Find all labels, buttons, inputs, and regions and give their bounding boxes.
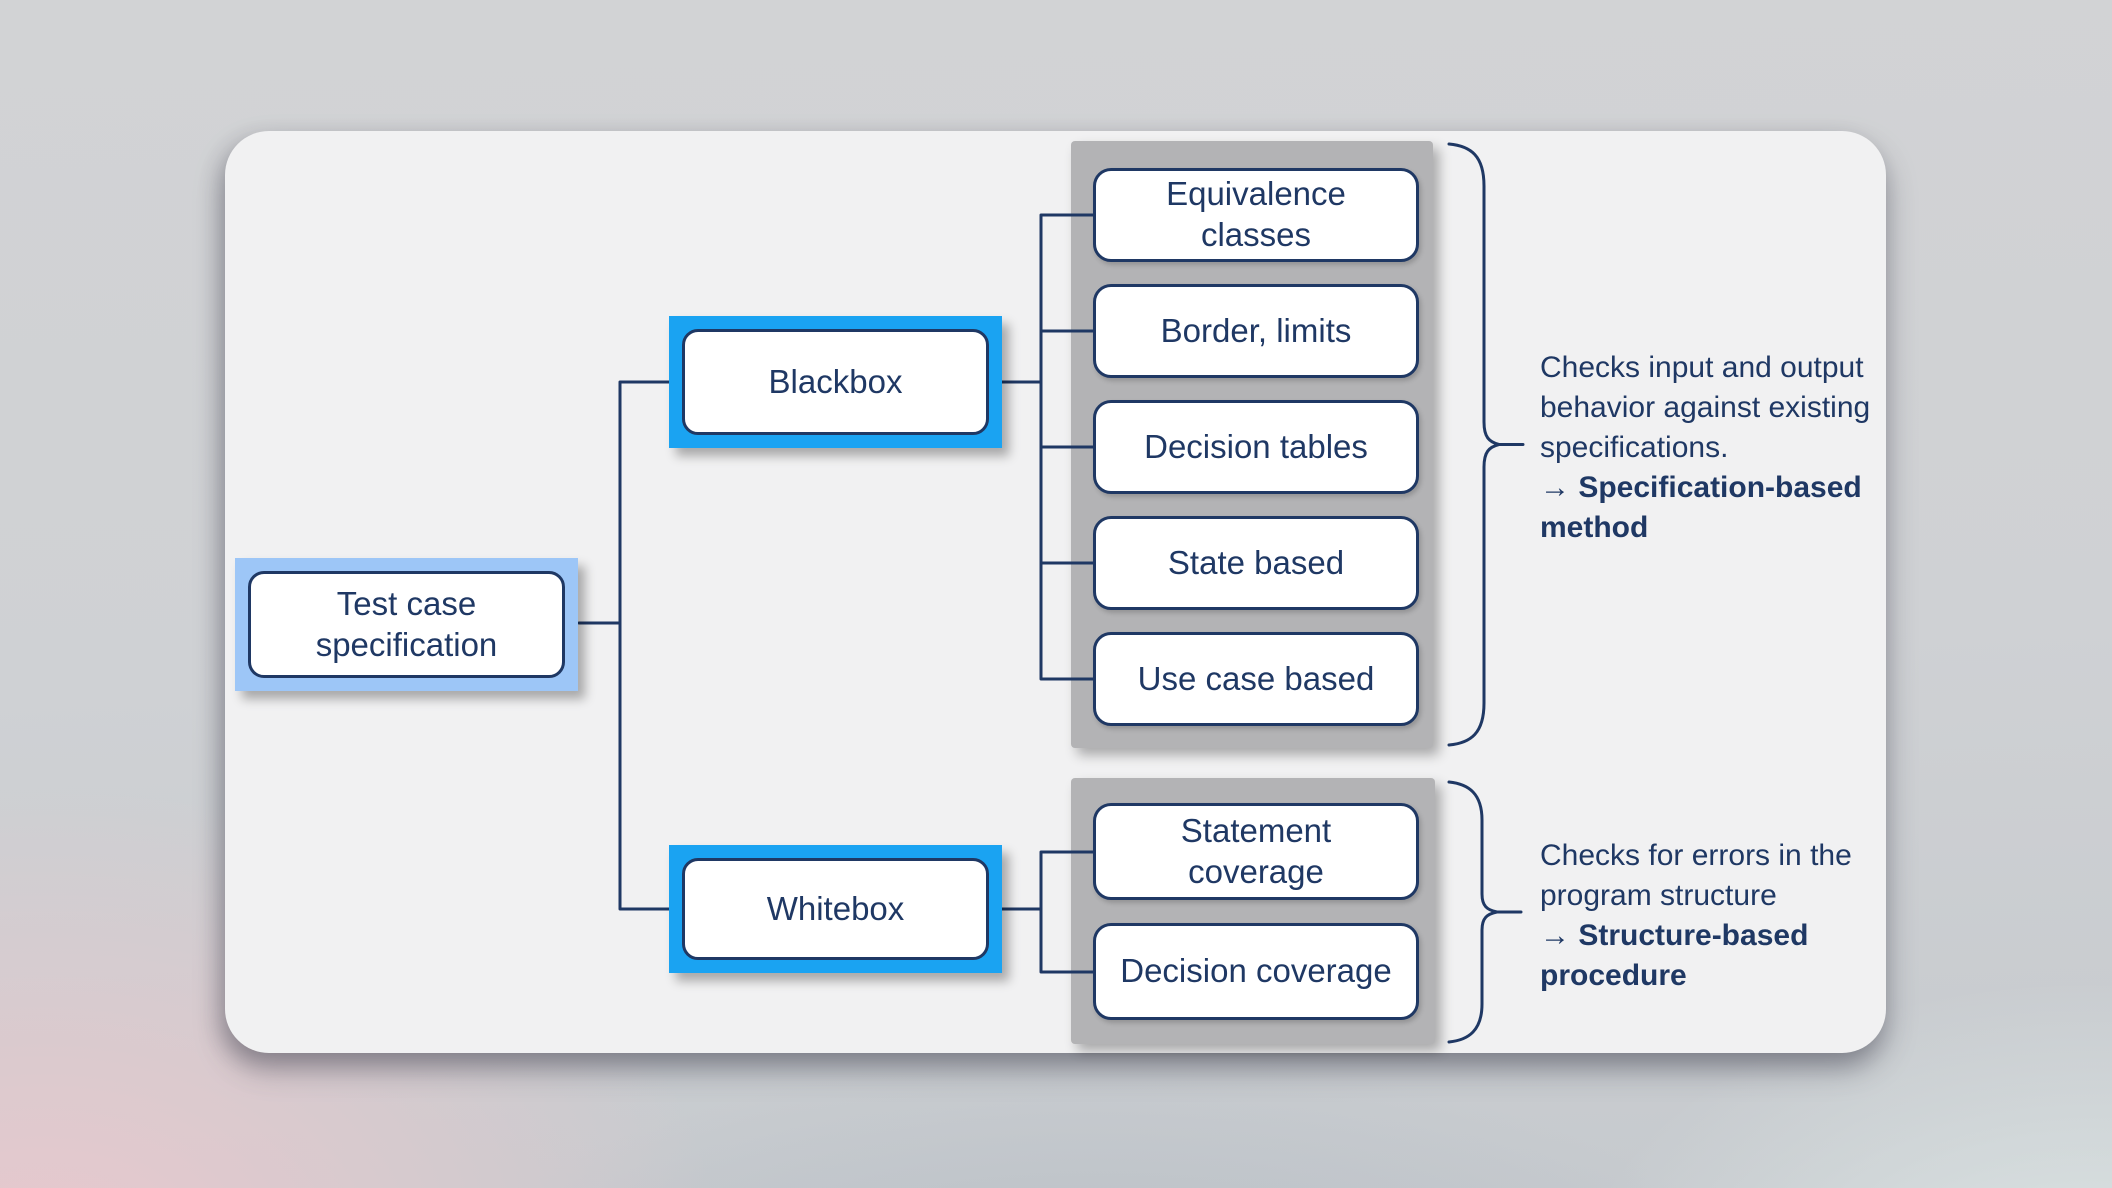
leaf-label-line: Decision coverage: [1120, 952, 1392, 990]
annotation-structure-based: Checks for errors in the program structu…: [1540, 836, 1920, 996]
whitebox-node-label: Whitebox: [766, 889, 905, 927]
leaf-node-decision-tables: Decision tables: [1093, 400, 1419, 494]
annotation-specification-based: Checks input and output behavior against…: [1540, 348, 1920, 548]
blackbox-methods-panel: Equivalence classes Border, limits Decis…: [1071, 141, 1433, 748]
leaf-label-line: Border, limits: [1160, 311, 1352, 349]
leaf-label-line: Decision tables: [1144, 427, 1368, 465]
annotation-bold-line: procedure: [1540, 959, 1687, 992]
leaf-label-line: Statement: [1180, 811, 1332, 849]
annotation-bold-line: method: [1540, 511, 1649, 544]
annotation-bold-line: → Structure-based: [1540, 919, 1809, 952]
leaf-label-line: State based: [1167, 543, 1345, 581]
leaf-label-line: Use case based: [1137, 659, 1375, 697]
annotation-line: behavior against existing: [1540, 391, 1871, 424]
root-node-label-line: specification: [315, 625, 498, 663]
leaf-node-border-limits: Border, limits: [1093, 284, 1419, 378]
leaf-label-line: classes: [1200, 216, 1312, 253]
annotation-line: program structure: [1540, 879, 1777, 912]
leaf-label-line: Equivalence: [1166, 175, 1346, 213]
annotation-line: Checks for errors in the: [1540, 839, 1852, 872]
root-node-inner: Test case specification: [248, 571, 565, 678]
blackbox-node-inner: Blackbox: [682, 329, 989, 435]
branch-node-whitebox: Whitebox: [669, 845, 1002, 973]
root-node-label-line: Test case: [336, 584, 477, 622]
blackbox-node-label: Blackbox: [768, 362, 903, 400]
root-node-test-case-specification: Test case specification: [235, 558, 578, 691]
leaf-node-use-case-based: Use case based: [1093, 632, 1419, 726]
leaf-node-statement-coverage: Statement coverage: [1093, 803, 1419, 900]
leaf-node-state-based: State based: [1093, 516, 1419, 610]
annotation-line: Checks input and output: [1540, 351, 1864, 384]
leaf-label-line: coverage: [1188, 852, 1324, 890]
whitebox-node-inner: Whitebox: [682, 858, 989, 960]
leaf-node-decision-coverage: Decision coverage: [1093, 923, 1419, 1020]
whitebox-methods-panel: Statement coverage Decision coverage: [1071, 778, 1435, 1044]
leaf-node-equivalence-classes: Equivalence classes: [1093, 168, 1419, 262]
branch-node-blackbox: Blackbox: [669, 316, 1002, 448]
annotation-line: specifications.: [1540, 431, 1729, 464]
annotation-bold-line: → Specification-based: [1540, 471, 1862, 504]
